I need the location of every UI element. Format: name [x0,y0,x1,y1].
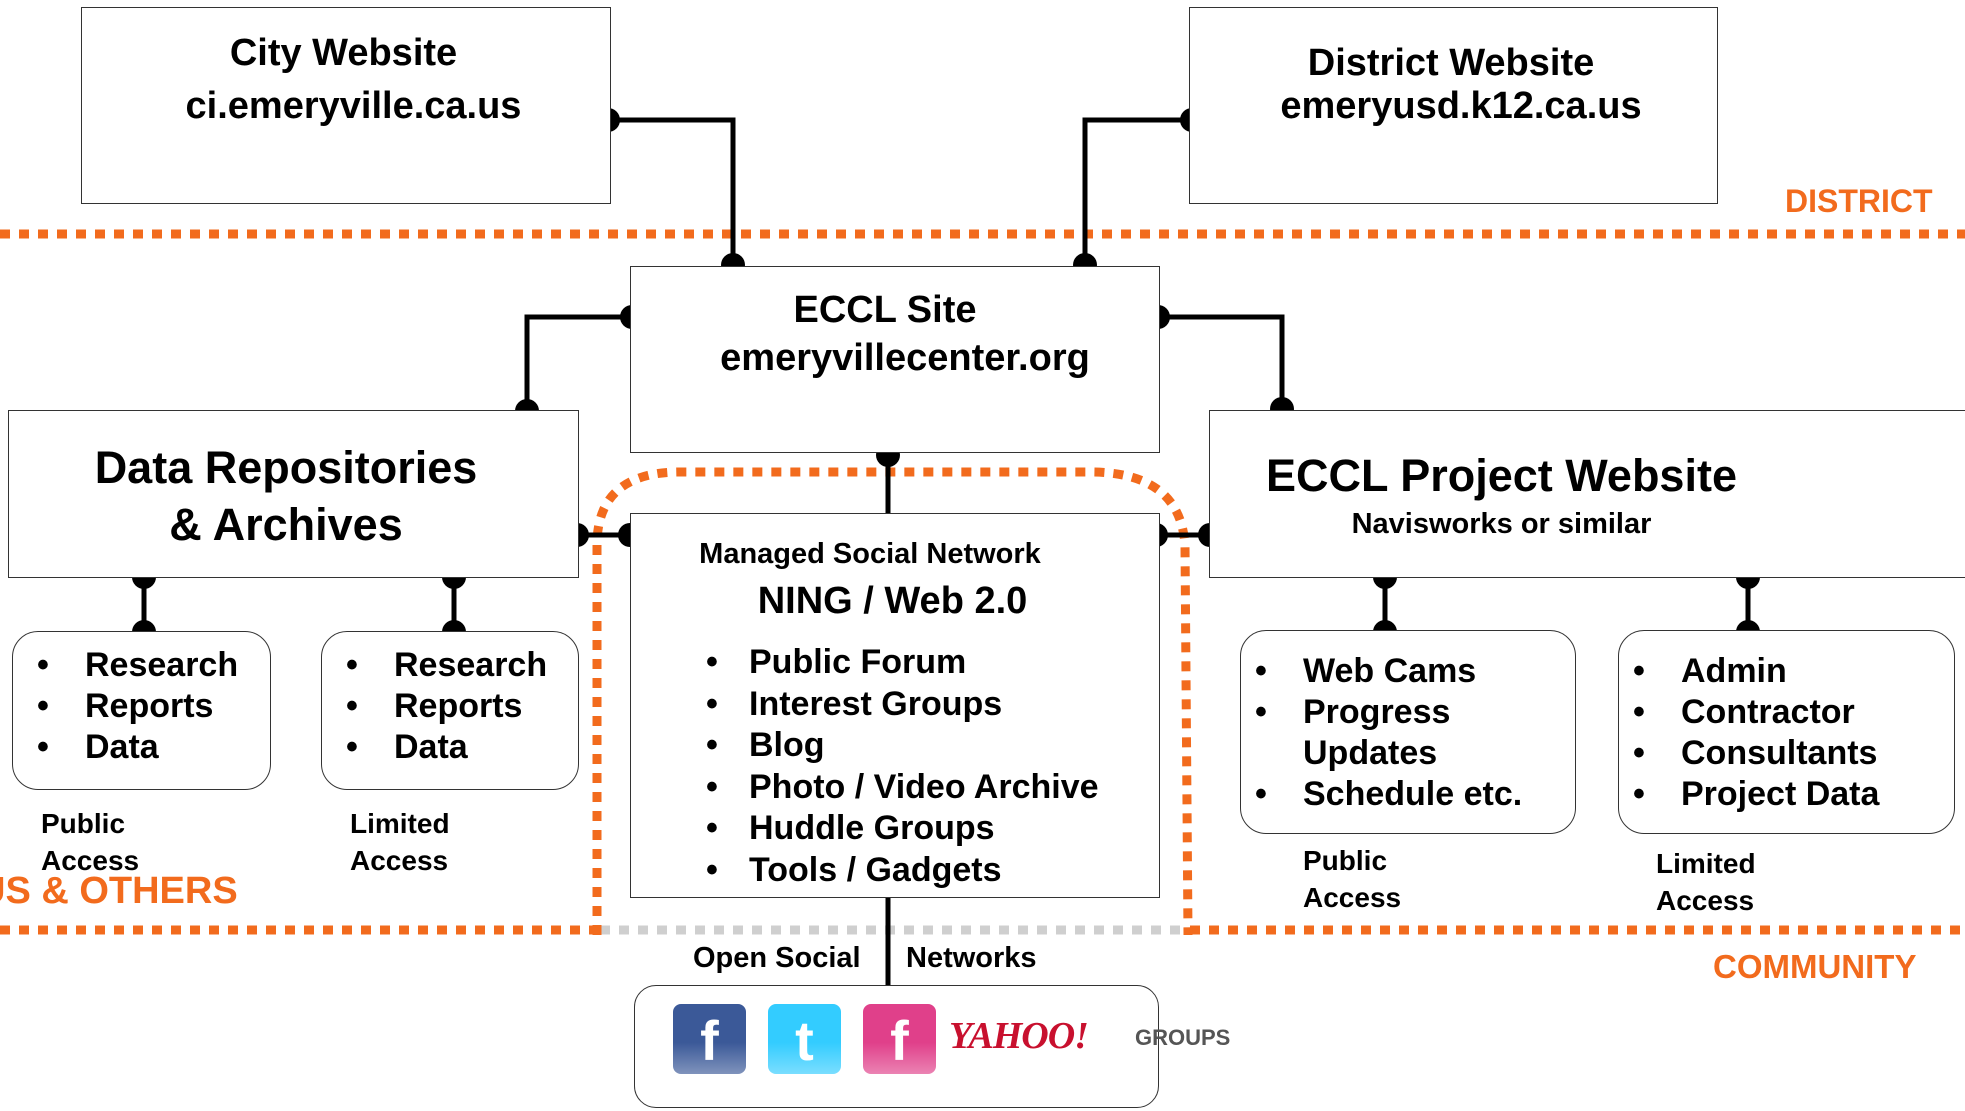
zone-label-community: COMMUNITY [1713,948,1917,985]
project-public-list-box[interactable]: Web Cams Progress Updates Schedule etc. [1240,630,1576,834]
eccl-site-box[interactable]: ECCL Site emeryvillecenter.org [630,266,1160,453]
district-website-box[interactable]: District Website emeryusd.k12.ca.us [1189,7,1718,204]
social-network-subtitle: Managed Social Network [699,538,1041,570]
data-repositories-title-line1: Data Repositories [94,442,478,493]
eccl-site-title: ECCL Site [793,289,977,331]
project-limited-list-box[interactable]: Admin Contractor Consultants Project Dat… [1618,630,1955,834]
list-item: Reports [23,686,238,727]
list-item: Data [332,727,547,768]
yahoo-logo[interactable]: YAHOO! [949,1015,1089,1057]
data-limited-access-label: Limited Access [350,808,450,876]
twitter-icon[interactable]: t [768,1004,841,1074]
project-website-subtitle: Navisworks or similar [1351,508,1652,540]
open-social-label-left: Open Social [693,942,861,974]
list-item: Updates [1303,734,1438,772]
data-repositories-box[interactable]: Data Repositories & Archives [8,410,579,578]
district-website-url[interactable]: emeryusd.k12.ca.us [1280,85,1642,127]
social-network-title: NING / Web 2.0 [757,580,1028,622]
list-item: Consultants [1619,733,1879,774]
facebook-pink-glyph: f [890,1009,909,1072]
facebook-glyph: f [700,1009,719,1072]
list-item: Public Forum [692,642,1099,684]
eccl-site-url[interactable]: emeryvillecenter.org [720,337,1090,379]
twitter-glyph: t [795,1009,814,1072]
city-website-box[interactable]: City Website ci.emeryville.ca.us [81,7,611,204]
data-public-list-box[interactable]: Research Reports Data [12,631,271,790]
social-network-feature-list: Public Forum Interest Groups Blog Photo … [692,642,1099,891]
project-limited-list: Admin Contractor Consultants Project Dat… [1619,651,1879,815]
data-repositories-title-line2: & Archives [169,499,403,550]
project-public-list: Web Cams Progress Updates Schedule etc. [1241,651,1522,815]
list-item: Photo / Video Archive [692,767,1099,809]
list-item: Reports [332,686,547,727]
list-item: Huddle Groups [692,808,1099,850]
data-limited-list: Research Reports Data [332,645,547,768]
project-website-box[interactable]: ECCL Project Website Navisworks or simil… [1209,410,1965,578]
list-item: Admin [1619,651,1879,692]
us-others-boundary [592,467,1193,936]
list-item: Blog [692,725,1099,767]
list-item: Tools / Gadgets [692,850,1099,892]
list-item: Research [23,645,238,686]
project-website-title: ECCL Project Website [1266,450,1737,501]
list-item: Contractor [1619,692,1879,733]
district-website-title: District Website [1307,42,1595,84]
project-public-access-label: Public Access [1303,845,1402,913]
list-item: Research [332,645,547,686]
list-item: Progress [1241,692,1522,733]
data-public-access-label: Public Access [41,808,140,876]
project-limited-access-label: Limited Access [1656,848,1756,916]
yahoo-groups-label: GROUPS [1135,1025,1231,1050]
facebook-icon[interactable]: f [673,1004,746,1074]
list-item: Project Data [1619,774,1879,815]
data-public-list: Research Reports Data [23,645,238,768]
zone-label-district: DISTRICT [1785,183,1933,219]
facebook-pink-icon[interactable]: f [863,1004,936,1074]
list-item: Data [23,727,238,768]
zone-label-us-others: US & OTHERS [0,870,238,912]
city-website-title: City Website [229,32,458,74]
list-item: Interest Groups [692,684,1099,726]
list-item: Schedule etc. [1241,774,1522,815]
open-social-logos-box: f t f YAHOO! GROUPS [634,985,1230,1108]
city-website-url[interactable]: ci.emeryville.ca.us [185,85,522,127]
list-item: Web Cams [1241,651,1522,692]
social-network-box[interactable]: Managed Social Network NING / Web 2.0 Pu… [630,513,1160,898]
data-limited-list-box[interactable]: Research Reports Data [321,631,579,790]
open-social-label-right: Networks [906,942,1037,974]
